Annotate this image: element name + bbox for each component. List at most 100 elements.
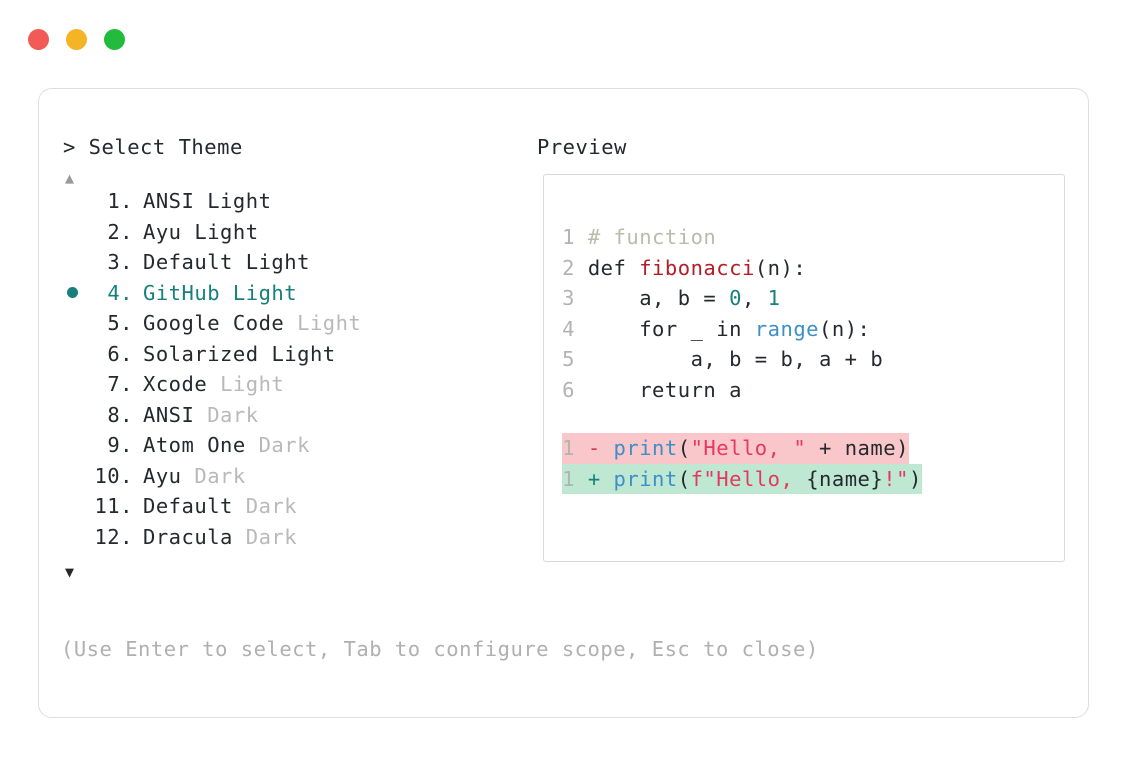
preview-title: Preview [537,135,627,159]
code-line: 6 return a [562,375,922,406]
option-variant: Light [271,341,336,366]
diff-line-number: 1 [562,436,575,460]
option-name: Default [143,494,233,518]
diff-gutter-space [575,467,588,491]
diff-line-del: 1 - print("Hello, " + name) [562,433,909,464]
option-spacer [207,372,220,396]
code-line: 2 def fibonacci(n): [562,253,922,284]
option-number: 12. [94,524,133,549]
option-variant: Light [207,189,272,213]
option-variant: Light [194,219,259,244]
option-number: 1. [107,189,133,213]
diff-token: {name} [806,466,884,491]
option-number: 10. [94,463,133,488]
option-variant: Dark [245,494,298,518]
theme-option-default-dark[interactable]: 11.Default Dark [63,494,513,525]
option-name: GitHub [143,280,221,305]
theme-selector-card: > Select Theme Preview ▲ 1. ANSI Light 2. A… [38,88,1089,718]
selected-dot-icon [67,286,78,298]
theme-option-default-light[interactable]: 3.Default Light [63,250,513,281]
code-token: (n): [754,255,807,280]
diff-token: + name) [806,436,909,460]
theme-option-xcode-light[interactable]: 7. Xcode Light [63,372,513,403]
code-token: (n): [819,316,871,341]
line-number-gutter-space [575,286,588,310]
theme-option-ayu-light[interactable]: 2. Ayu Light [63,220,513,251]
code-token: 1 [767,286,781,310]
line-number: 1 [562,225,575,249]
theme-option-ansi-light[interactable]: 1. ANSI Light [63,189,513,220]
option-number: 5. [107,311,133,335]
code-token: # function [587,225,717,249]
option-number: 7. [107,372,133,396]
diff-token: print [613,436,678,460]
code-line: 1 # function [562,222,922,253]
theme-option-dracula-dark[interactable]: 12.Dracula Dark [63,525,513,556]
option-variant: Light [297,311,362,335]
line-number: 2 [562,255,575,280]
line-number-gutter-space [575,225,588,249]
line-number-gutter-space [575,256,588,280]
theme-option-ansi-dark[interactable]: 8.ANSI Dark [63,403,513,434]
option-name: ANSI [143,402,195,427]
diff-token: ( [677,436,691,460]
diff-token: ) [908,466,922,491]
line-number-gutter-space [575,347,588,371]
close-icon[interactable] [28,29,49,50]
diff-sign: - [587,436,601,460]
code-line: 3 a, b = 0, 1 [562,283,922,314]
option-name: Ayu [143,219,182,244]
option-spacer [220,281,233,305]
theme-option-github-light[interactable]: 4.GitHub Light [63,281,513,312]
option-spacer [233,525,246,549]
line-number-gutter-space [575,317,588,341]
code-diff-separator [562,405,922,433]
scroll-up-icon[interactable]: ▲ [65,169,75,187]
diff-sign-space [601,436,614,460]
theme-option-solarized-light[interactable]: 6. Solarized Light [63,342,513,373]
code-line: 4 for _ in range(n): [562,314,922,345]
option-number: 3. [107,250,133,274]
code-token: def [587,255,640,280]
line-number-gutter-space [575,378,588,402]
diff-token: ( [677,466,691,491]
option-spacer [194,189,207,213]
option-spacer [233,494,246,518]
option-spacer [233,250,246,274]
option-name: Default [143,250,233,274]
option-variant: Dark [245,524,298,549]
theme-option-google-code-light[interactable]: 5.Google Code Light [63,311,513,342]
window-controls [28,29,125,50]
maximize-icon[interactable] [104,29,125,50]
minimize-icon[interactable] [66,29,87,50]
theme-option-atom-one-dark[interactable]: 9.Atom One Dark [63,433,513,464]
theme-list: ▲ 1. ANSI Light 2. Ayu Light 3. Default Light… [63,167,513,583]
page-title: > Select Theme [63,135,243,159]
code-token: , [741,286,768,310]
diff-sign: + [587,466,601,491]
option-name: Atom One [143,433,246,457]
theme-option-ayu-dark[interactable]: 10.Ayu Dark [63,464,513,495]
option-name: ANSI [143,189,195,213]
keyboard-hint: (Use Enter to select, Tab to configure s… [61,637,819,661]
card-inner: > Select Theme Preview ▲ 1. ANSI Light 2. A… [39,89,1088,717]
line-number: 4 [562,316,575,341]
option-spacer [259,342,272,366]
option-variant: Light [220,372,285,396]
option-number: 2. [107,219,133,244]
option-number: 6. [107,341,133,366]
diff-token: f"Hello, [690,466,807,491]
scroll-down-icon[interactable]: ▼ [65,563,75,581]
code-token: for _ in [587,316,755,341]
option-number: 8. [107,402,133,427]
code-token: 0 [729,286,742,310]
option-name: Solarized [143,341,259,366]
code-token: a, b = b, a + b [587,347,884,371]
option-name: Ayu [143,463,182,488]
line-number: 6 [562,377,575,402]
diff-token: print [613,466,678,491]
code-line: 5 a, b = b, a + b [562,344,922,375]
option-name: Xcode [143,372,208,396]
